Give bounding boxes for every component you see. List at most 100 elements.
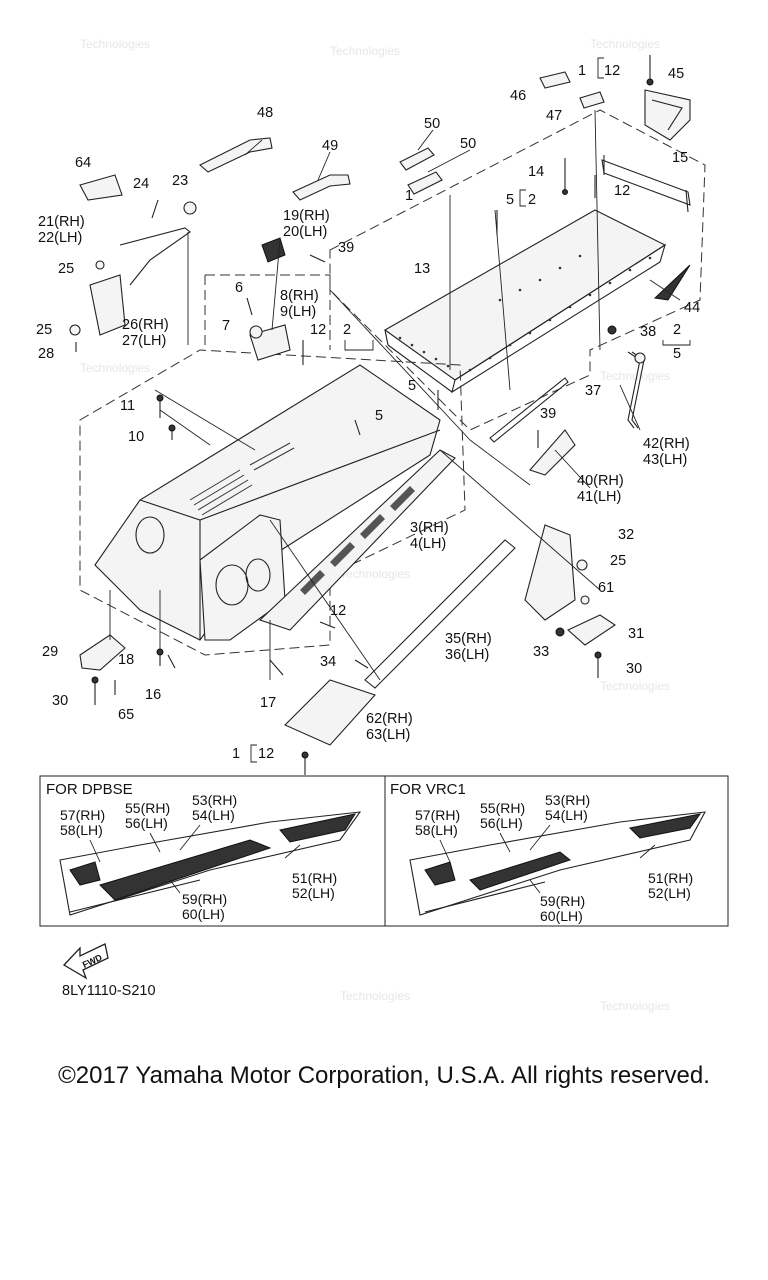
tunnel-rivets <box>398 254 652 372</box>
label-29: 29 <box>42 644 58 660</box>
label-5: 5 <box>506 192 514 208</box>
label-1: 1 <box>578 63 586 79</box>
label-21: 21(RH) <box>38 214 85 230</box>
decal-label-55: 55(RH) <box>125 800 170 816</box>
svg-text:Technologies: Technologies <box>590 37 660 51</box>
svg-text:Technologies: Technologies <box>340 989 410 1003</box>
label-50: 50 <box>424 116 440 132</box>
label-12: 12 <box>604 63 620 79</box>
label-49: 49 <box>322 138 338 154</box>
label-5: 5 <box>375 408 383 424</box>
label-35: 35(RH) <box>445 631 492 647</box>
svg-text:Technologies: Technologies <box>80 37 150 51</box>
label-9: 9(LH) <box>280 304 316 320</box>
label-48: 48 <box>257 105 273 121</box>
label-5: 5 <box>673 346 681 362</box>
label-30: 30 <box>626 661 642 677</box>
label-31: 31 <box>628 626 644 642</box>
label-5: 5 <box>408 378 416 394</box>
svg-text:Technologies: Technologies <box>600 679 670 693</box>
decal-label-59: 59(RH) <box>182 891 227 907</box>
decal-label-58: 58(LH) <box>415 822 458 838</box>
frame-slots <box>189 442 295 516</box>
label-43: 43(LH) <box>643 452 687 468</box>
label-30: 30 <box>52 693 68 709</box>
decal-label-54: 54(LH) <box>545 807 588 823</box>
diagram-code: 8LY1110-S210 <box>62 983 156 999</box>
decal-label-56: 56(LH) <box>480 815 523 831</box>
label-18: 18 <box>118 652 134 668</box>
label-2: 2 <box>673 322 681 338</box>
label-15: 15 <box>672 150 688 166</box>
label-2: 2 <box>528 192 536 208</box>
decal-label-57: 57(RH) <box>415 807 460 823</box>
label-1: 1 <box>232 746 240 762</box>
chassis-assembly <box>79 174 616 746</box>
decal-label-60: 60(LH) <box>182 906 225 922</box>
label-46: 46 <box>510 88 526 104</box>
decal-label-59: 59(RH) <box>540 893 585 909</box>
decal-label-60: 60(LH) <box>540 908 583 924</box>
part-labels: 1 12 45 46 47 48 49 50 50 64 24 23 15 14… <box>36 63 700 762</box>
label-33: 33 <box>533 644 549 660</box>
decal-box-dpbse: FOR DPBSE 53(RH) 54(LH) 55(RH) 56(LH) 57… <box>39 775 386 927</box>
label-19: 19(RH) <box>283 208 330 224</box>
decal-label-51: 51(RH) <box>292 870 337 886</box>
label-25: 25 <box>58 261 74 277</box>
group-brackets <box>250 57 691 763</box>
label-50: 50 <box>460 136 476 152</box>
label-4: 4(LH) <box>410 536 446 552</box>
label-62: 62(RH) <box>366 711 413 727</box>
label-28: 28 <box>38 346 54 362</box>
label-3: 3(RH) <box>410 520 449 536</box>
decal-label-51: 51(RH) <box>648 870 693 886</box>
decal-label-52: 52(LH) <box>648 885 691 901</box>
fwd-arrow-icon: FWD <box>62 943 109 980</box>
svg-text:Technologies: Technologies <box>80 361 150 375</box>
label-34: 34 <box>320 654 336 670</box>
label-1: 1 <box>405 188 413 204</box>
label-65: 65 <box>118 707 134 723</box>
label-44: 44 <box>684 300 700 316</box>
fasteners <box>69 55 654 775</box>
label-26: 26(RH) <box>122 317 169 333</box>
copyright-notice: ©2017 Yamaha Motor Corporation, U.S.A. A… <box>58 1062 710 1089</box>
decal-label-58: 58(LH) <box>60 822 103 838</box>
label-12: 12 <box>614 183 630 199</box>
label-11: 11 <box>120 398 135 414</box>
label-39: 39 <box>540 406 556 422</box>
label-7: 7 <box>222 318 230 334</box>
label-64: 64 <box>75 155 91 171</box>
label-37: 37 <box>585 383 601 399</box>
label-23: 23 <box>172 173 188 189</box>
label-24: 24 <box>133 176 149 192</box>
label-38: 38 <box>640 324 656 340</box>
label-63: 63(LH) <box>366 727 410 743</box>
label-14: 14 <box>528 164 544 180</box>
label-36: 36(LH) <box>445 647 489 663</box>
leader-lines <box>109 109 681 681</box>
label-12: 12 <box>258 746 274 762</box>
svg-text:Technologies: Technologies <box>600 369 670 383</box>
label-27: 27(LH) <box>122 333 166 349</box>
label-8: 8(RH) <box>280 288 319 304</box>
label-42: 42(RH) <box>643 436 690 452</box>
decal-label-53: 53(RH) <box>545 792 590 808</box>
label-10: 10 <box>128 429 144 445</box>
label-12: 12 <box>310 322 326 338</box>
label-12: 12 <box>330 603 346 619</box>
decal-label-52: 52(LH) <box>292 885 335 901</box>
label-6: 6 <box>235 280 243 296</box>
label-22: 22(LH) <box>38 230 82 246</box>
label-13: 13 <box>414 261 430 277</box>
label-16: 16 <box>145 687 161 703</box>
label-25: 25 <box>610 553 626 569</box>
box-title-dpbse: FOR DPBSE <box>46 781 133 798</box>
decal-label-54: 54(LH) <box>192 807 235 823</box>
label-41: 41(LH) <box>577 489 621 505</box>
label-39: 39 <box>338 240 354 256</box>
label-25: 25 <box>36 322 52 338</box>
decal-label-56: 56(LH) <box>125 815 168 831</box>
label-61: 61 <box>598 580 614 596</box>
